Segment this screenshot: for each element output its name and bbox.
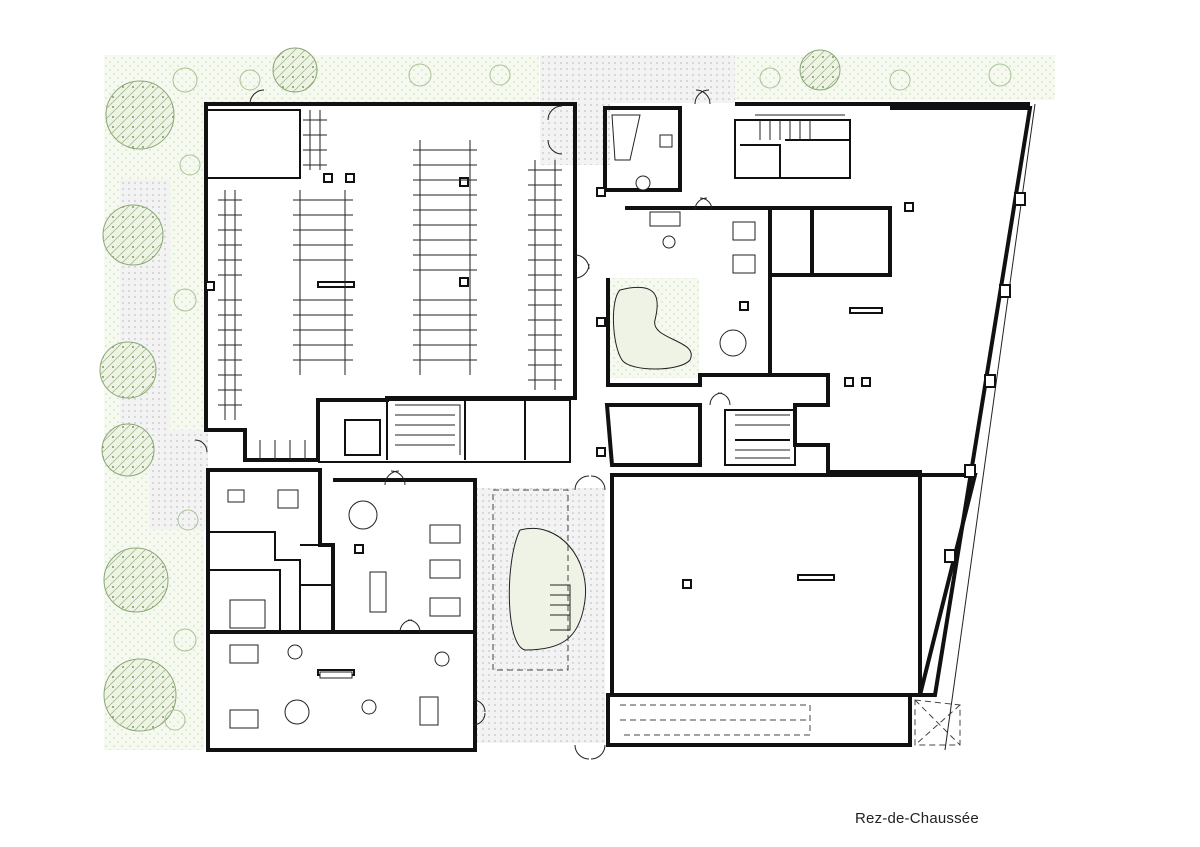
courtyard-planter	[508, 528, 587, 651]
side-table	[662, 235, 676, 249]
table	[429, 559, 461, 579]
desk	[659, 134, 673, 148]
courtyard-outline	[492, 489, 569, 671]
table	[732, 221, 756, 241]
tree	[101, 423, 155, 477]
entrance-paving-north	[540, 55, 735, 103]
wall-offices-west	[206, 468, 335, 634]
doors	[194, 89, 731, 760]
east-columns	[944, 192, 1026, 563]
landscape	[99, 47, 1055, 750]
terrace-west	[150, 430, 208, 530]
wall-hall-south	[610, 473, 978, 697]
round-table	[348, 500, 378, 530]
tree	[103, 547, 169, 613]
plan-caption: Rez-de-Chaussée	[855, 810, 979, 827]
counter	[319, 671, 353, 679]
wall-dining-hall	[206, 630, 477, 752]
east-facade	[944, 103, 1036, 751]
tree	[105, 80, 175, 150]
storage-room	[208, 109, 301, 179]
stair-block-south	[724, 409, 796, 466]
service-block	[318, 399, 571, 463]
wall-hall-north	[770, 106, 1033, 697]
table	[732, 254, 756, 274]
tree	[102, 204, 164, 266]
table	[277, 489, 299, 509]
stool-cluster	[287, 644, 303, 660]
garden-north	[204, 55, 539, 105]
desk	[227, 489, 245, 503]
stair-block-north	[734, 119, 851, 179]
bicycle-racks	[218, 110, 562, 460]
table	[429, 524, 461, 544]
table	[429, 597, 461, 617]
garden-north-east	[735, 55, 1055, 100]
table	[419, 696, 439, 726]
round-table	[719, 329, 747, 357]
counter	[369, 571, 387, 613]
sofa	[649, 211, 681, 227]
reception-desk	[611, 114, 641, 161]
stool-cluster	[635, 175, 651, 191]
stool-cluster	[434, 651, 450, 667]
stairs	[395, 114, 845, 631]
tree	[103, 658, 177, 732]
tree	[799, 49, 841, 91]
round-table	[284, 699, 310, 725]
wall-rooms-east	[770, 206, 892, 277]
tree	[99, 341, 157, 399]
table	[229, 709, 259, 729]
wall-ramp	[606, 693, 912, 747]
bed	[229, 599, 266, 629]
table	[229, 644, 259, 664]
tree	[272, 47, 318, 93]
furniture	[227, 114, 756, 729]
wall-bike-hall	[204, 102, 577, 462]
stool-cluster	[361, 699, 377, 715]
wall-room-mid	[604, 403, 702, 467]
wall-office-ne	[603, 106, 682, 192]
walls	[204, 102, 1033, 752]
patio-planter	[612, 286, 692, 370]
